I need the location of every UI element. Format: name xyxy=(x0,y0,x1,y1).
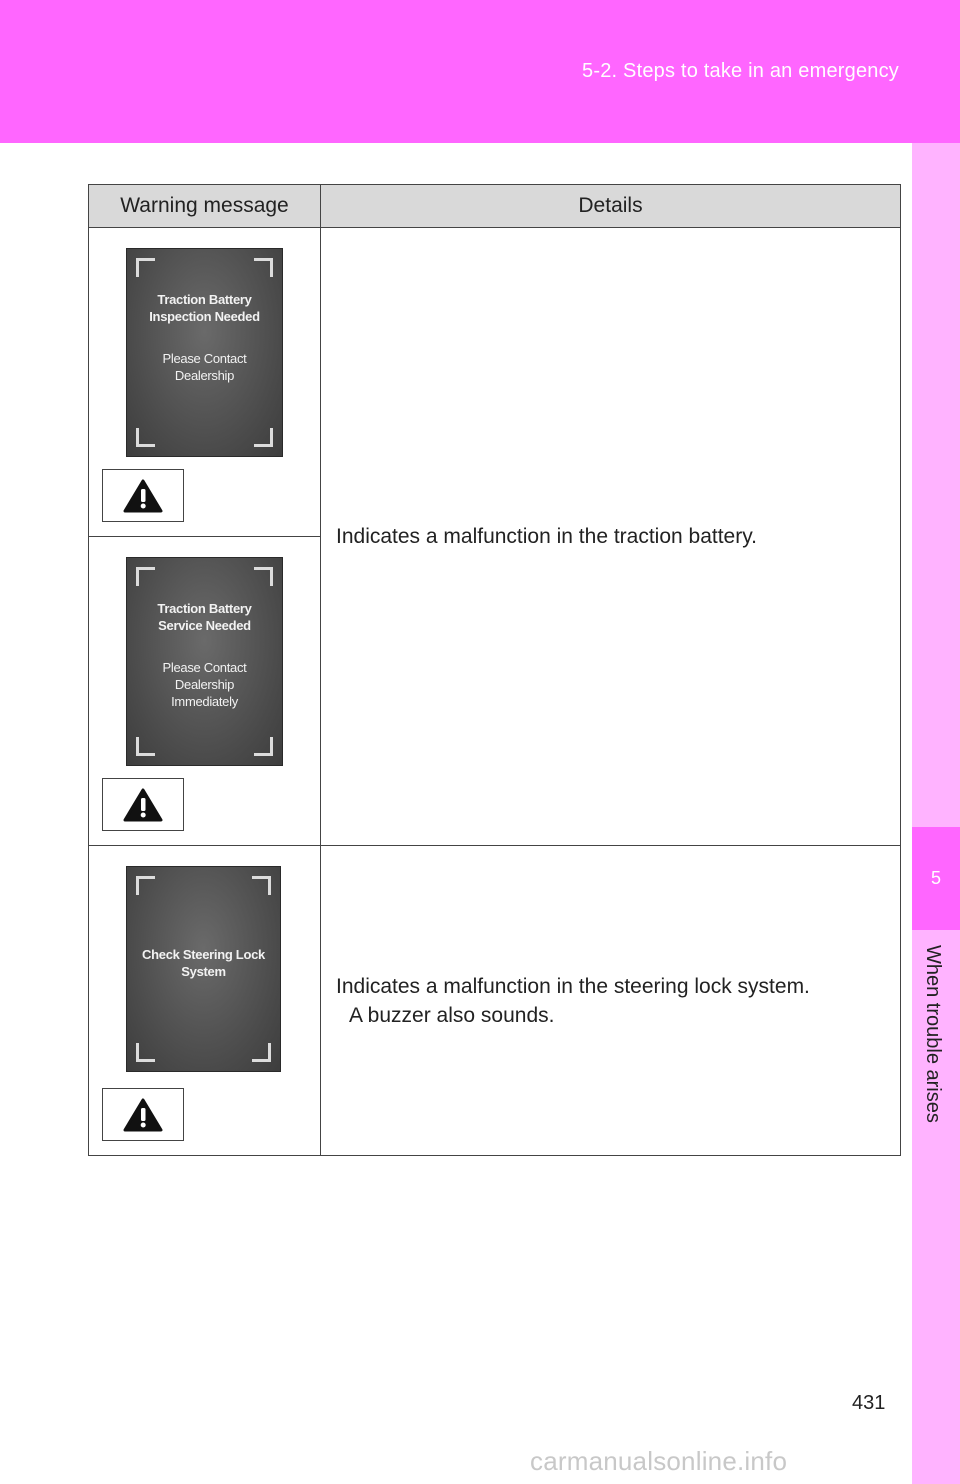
section-header-bar: 5-2. Steps to take in an emergency xyxy=(0,0,960,143)
column-header-warning: Warning message xyxy=(88,184,321,228)
chapter-label: When trouble arises xyxy=(911,945,959,1165)
chapter-label-text: When trouble arises xyxy=(922,945,944,1123)
watermark: carmanualsonline.info xyxy=(530,1446,788,1476)
side-tab-strip xyxy=(912,143,960,1484)
warning-triangle-icon xyxy=(102,469,184,522)
details-steering-lock: Indicates a malfunction in the steering … xyxy=(320,845,901,1156)
column-header-details: Details xyxy=(320,184,901,228)
display-screen-image: Traction Battery Service Needed Please C… xyxy=(126,557,283,766)
table-row: Check Steering Lock System Indicates a m… xyxy=(88,845,901,1156)
details-subline: A buzzer also sounds. xyxy=(349,1003,555,1027)
chapter-number-tab[interactable]: 5 xyxy=(912,827,960,930)
display-screen-image: Check Steering Lock System xyxy=(126,866,281,1072)
screen-title: Check Steering Lock System xyxy=(142,947,265,979)
warning-image-cell: Traction Battery Service Needed Please C… xyxy=(88,536,321,846)
warning-triangle-icon xyxy=(102,1088,184,1141)
warning-message-table: Warning message Details Traction Battery… xyxy=(88,184,901,1156)
table-row: Traction Battery Service Needed Please C… xyxy=(88,536,901,846)
warning-image-cell: Check Steering Lock System xyxy=(88,845,321,1156)
display-screen-image: Traction Battery Inspection Needed Pleas… xyxy=(126,248,283,457)
page-number: 431 xyxy=(852,1392,886,1414)
screen-body: Please Contact Dealership Immediately xyxy=(162,660,247,709)
table-row: Traction Battery Inspection Needed Pleas… xyxy=(88,227,901,846)
table-header-row: Warning message Details xyxy=(88,184,901,228)
details-traction-battery: Indicates a malfunction in the traction … xyxy=(320,227,901,846)
section-title: 5-2. Steps to take in an emergency xyxy=(582,60,899,82)
warning-image-cell: Traction Battery Inspection Needed Pleas… xyxy=(88,227,321,537)
screen-title: Traction Battery Inspection Needed xyxy=(149,292,260,324)
screen-title: Traction Battery Service Needed xyxy=(157,601,252,633)
warning-triangle-icon xyxy=(102,778,184,831)
screen-body: Please Contact Dealership xyxy=(162,351,247,383)
details-line: Indicates a malfunction in the steering … xyxy=(336,974,810,998)
